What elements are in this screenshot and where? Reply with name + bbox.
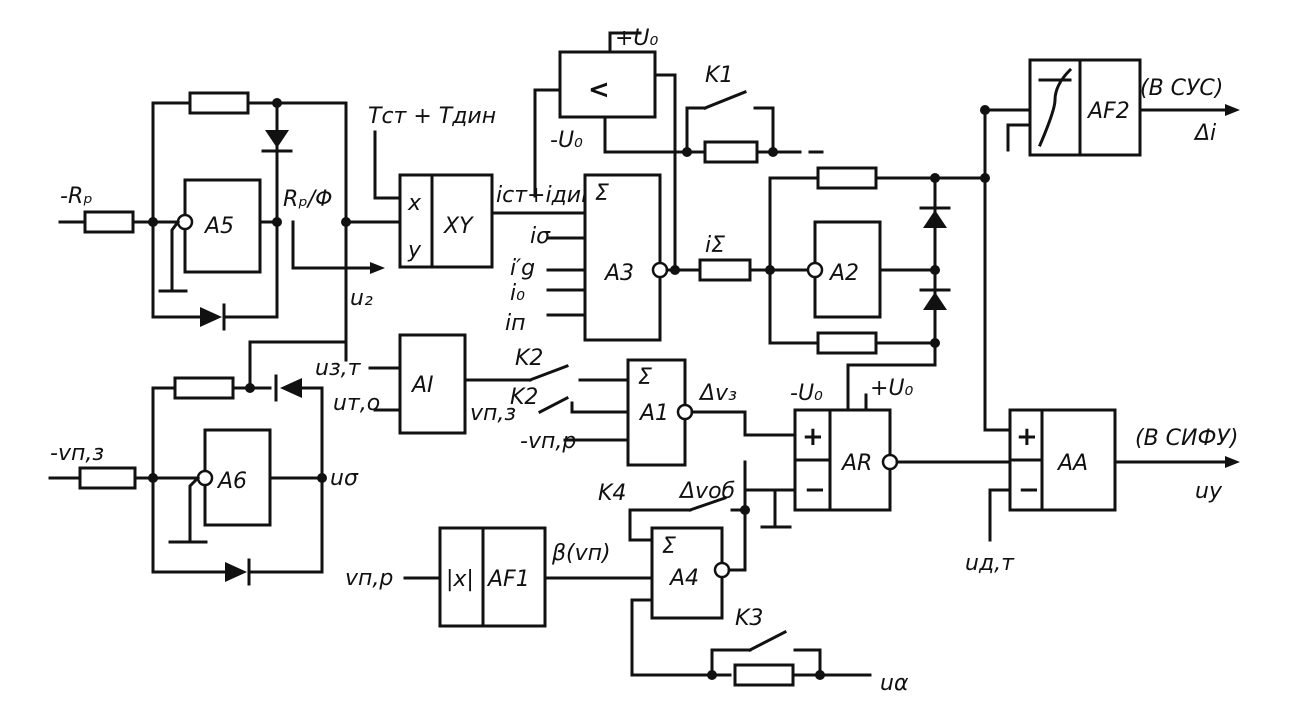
block-xy xyxy=(398,173,494,269)
label-k2b: K2 xyxy=(510,385,538,410)
label-a3-sigma: Σ xyxy=(595,181,609,206)
label-minus-u0-ar: -U₀ xyxy=(790,381,823,406)
feedback-diode-a6 xyxy=(280,378,302,398)
label-af2: AF2 xyxy=(1086,99,1130,124)
label-a4-sigma: Σ xyxy=(662,534,676,559)
label-v-pr2: vп,р xyxy=(345,566,393,591)
a3-circuit: < Σ A3 xyxy=(533,31,824,342)
block-abs-af1 xyxy=(438,526,547,628)
label-a3: A3 xyxy=(603,261,634,286)
label-u-sigma: uσ xyxy=(330,466,359,491)
label-af1: AF1 xyxy=(486,567,530,592)
label-v-pz: -vп,з xyxy=(50,441,104,466)
label-abs: |x| xyxy=(446,567,474,592)
label-i-st-din: iст+iдин xyxy=(496,183,595,208)
block-a3 xyxy=(583,173,662,342)
input-resistor-a5 xyxy=(83,210,135,234)
label-aa: AA xyxy=(1056,451,1088,476)
label-aa-plus: + xyxy=(1016,422,1038,452)
diode-a5-bottom xyxy=(200,307,222,327)
label-comparator: < xyxy=(588,75,610,105)
a6-circuit: A6 xyxy=(48,340,348,586)
label-v-pz2: vп,з xyxy=(470,401,516,426)
label-i-sigma-small: iσ xyxy=(530,224,551,249)
label-k1: K1 xyxy=(705,63,733,88)
label-k2a: K2 xyxy=(515,346,543,371)
block-a4 xyxy=(650,526,724,620)
label-a1-sigma: Σ xyxy=(638,365,652,390)
block-ai xyxy=(398,333,467,435)
label-ar-plus: + xyxy=(802,422,824,452)
a1-circuit: AI Σ A1 xyxy=(368,333,797,467)
label-a1: A1 xyxy=(638,401,669,426)
label-xy: XY xyxy=(443,214,474,239)
af2-circuit: AF2 xyxy=(980,58,1240,157)
label-k4: K4 xyxy=(598,481,626,506)
label-xy-x: x xyxy=(407,191,422,216)
label-a6: A6 xyxy=(216,469,247,494)
limiter-diode-bottom xyxy=(923,292,947,310)
label-u-to: uт,о xyxy=(333,391,380,416)
label-delta-i: Δi xyxy=(1193,121,1216,146)
label-rp-input: -Rₚ xyxy=(60,184,93,209)
xy-multiplier: x y XY xyxy=(373,130,587,269)
resistor-a2-bottom xyxy=(816,331,878,355)
a4-circuit: |x| AF1 Σ A4 xyxy=(403,460,872,687)
block-af2 xyxy=(1028,58,1142,157)
label-ar: AR xyxy=(840,451,872,476)
label-i-0: i₀ xyxy=(510,281,525,306)
label-u-y: uу xyxy=(1195,479,1223,504)
feedback-resistor-a6 xyxy=(173,376,235,400)
label-minus-u0-top: -U₀ xyxy=(550,128,583,153)
label-plus-u0-ar: +U₀ xyxy=(870,376,914,401)
feedback-resistor-a5 xyxy=(188,91,250,115)
label-plus-u0-top: +U₀ xyxy=(615,26,659,51)
feedback-diode-a5 xyxy=(265,130,289,148)
label-a5: A5 xyxy=(203,214,234,239)
label-t-st-din: Tст + Tдин xyxy=(368,104,496,129)
label-i-sum: iΣ xyxy=(705,233,725,258)
label-v-pr: -vп,р xyxy=(520,429,576,454)
block-a2 xyxy=(813,220,882,319)
label-u-dt: uд,т xyxy=(965,551,1015,576)
a5-circuit: A5 xyxy=(58,91,402,362)
label-xy-y: y xyxy=(407,238,422,263)
label-k3: K3 xyxy=(735,606,763,631)
block-comparator xyxy=(558,50,657,119)
resistor-k1 xyxy=(703,140,759,164)
label-rp-phi: Rₚ/Φ xyxy=(283,187,332,212)
resistor-i-sigma xyxy=(698,258,752,282)
label-a2: A2 xyxy=(828,261,859,286)
label-u-alpha: uα xyxy=(880,671,909,696)
block-a6 xyxy=(203,428,272,527)
label-ai: AI xyxy=(410,373,434,398)
resistor-a2-top xyxy=(816,166,878,190)
input-resistor-a6 xyxy=(78,466,137,490)
label-to-sifu: (В СИФУ) xyxy=(1135,426,1238,451)
block-a1 xyxy=(626,358,687,467)
label-delta-v3: Δv₃ xyxy=(698,381,737,406)
label-a4: A4 xyxy=(668,566,699,591)
label-beta: β(vп) xyxy=(551,541,611,566)
limiter-diode-top xyxy=(923,210,947,228)
label-ar-minus: − xyxy=(804,475,826,505)
label-delta-v-ob: Δvоб xyxy=(678,479,735,504)
label-i-p: iп xyxy=(505,311,526,336)
label-aa-minus: − xyxy=(1018,475,1040,505)
label-to-sus: (В СУС) xyxy=(1140,76,1223,101)
resistor-k3 xyxy=(733,663,795,687)
label-i-g: i′g xyxy=(510,256,535,281)
label-u2: u₂ xyxy=(350,286,373,311)
aa-circuit: + − AA xyxy=(983,408,1240,542)
a2-circuit: A2 xyxy=(768,108,990,432)
ar-circuit: + − AR xyxy=(760,393,1012,529)
diode-a6-bottom xyxy=(225,562,247,582)
label-u-zt: uз,т xyxy=(315,356,362,381)
